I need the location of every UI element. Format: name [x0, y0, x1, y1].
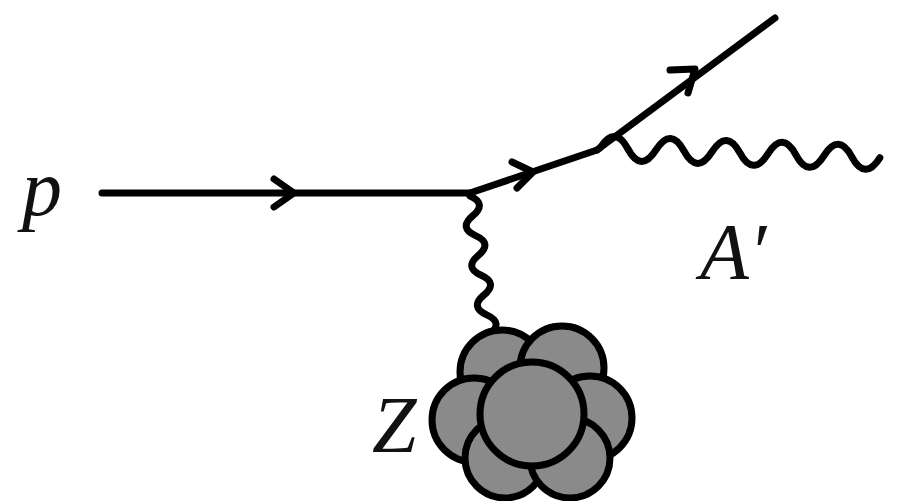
dark-photon: [600, 136, 881, 170]
particle-label: p: [22, 148, 62, 228]
arrow-head: [670, 69, 695, 93]
particle-label: Z: [372, 385, 417, 465]
virtual-photon: [462, 195, 497, 336]
proton-line: [597, 18, 775, 150]
nucleus: [432, 326, 632, 498]
particle-label: A′: [700, 212, 766, 292]
arrow-head: [274, 179, 294, 207]
arrow-head: [512, 162, 533, 188]
proton-line: [470, 150, 597, 193]
